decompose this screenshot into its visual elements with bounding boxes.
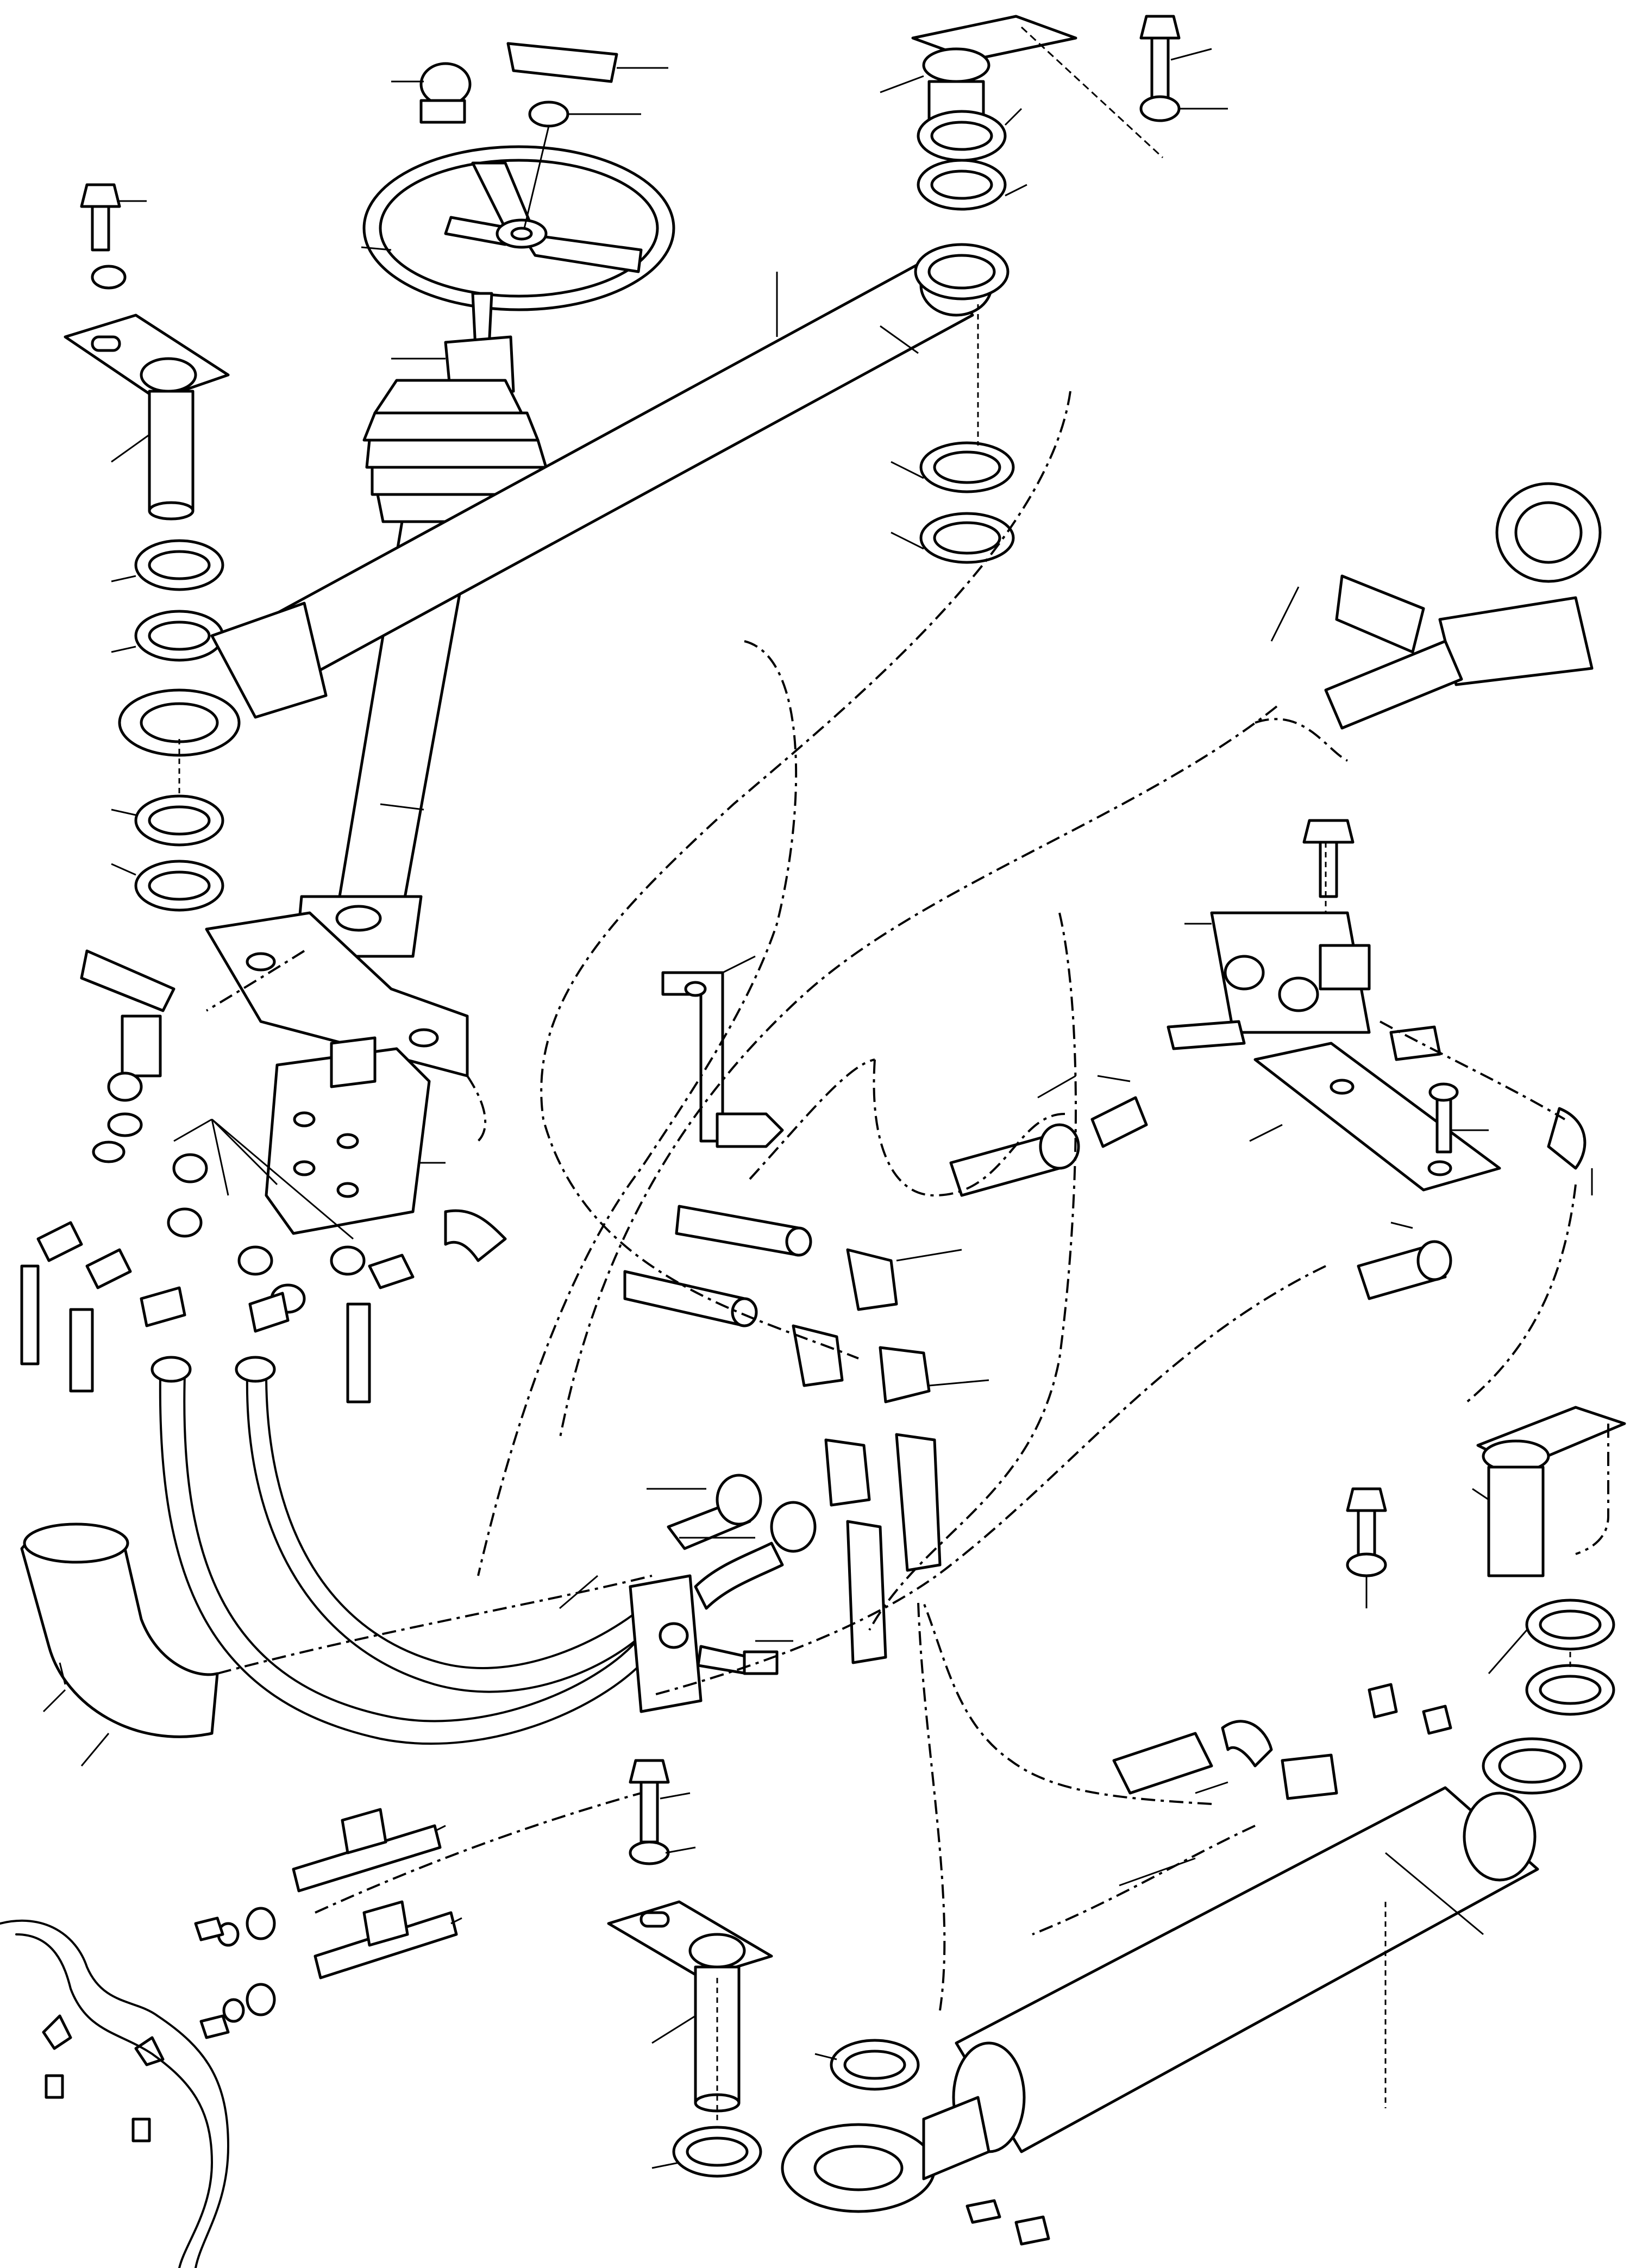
- bushing-stack-upper-right: [891, 108, 1027, 564]
- knob-bolt: [391, 62, 472, 124]
- lower-cylinder: [952, 1786, 1539, 2153]
- mounting-plate-left: [205, 911, 469, 1077]
- pin-left: [111, 390, 195, 521]
- dashed-hose-routes: [205, 391, 1609, 2011]
- rubber-boot: [362, 379, 553, 523]
- hose-lower-right: [1112, 1720, 1338, 1800]
- clamp-plate-lower-center: [607, 1900, 773, 2113]
- clamp-plate-left: [64, 314, 230, 401]
- tube-lower-left: [292, 1808, 462, 1979]
- pipe-elbow: [20, 1523, 219, 1766]
- valve-unit-top-right: [1270, 482, 1602, 730]
- clamp-plate-lower-right: [1472, 1406, 1626, 1577]
- fittings-cluster: [167, 1118, 507, 1314]
- center-hoses: [647, 1474, 817, 1610]
- wheel-nut: [523, 101, 641, 229]
- bolt-lower-center: [629, 1759, 696, 1865]
- tee-block-right: [1184, 819, 1371, 1034]
- pipe-run-lower: [151, 1356, 653, 1745]
- bolt-right-mid: [1428, 1082, 1489, 1154]
- bushing-lower-center-bottom: [651, 2126, 762, 2178]
- bracket-arm-left: [80, 949, 175, 1163]
- bolt-lower-right: [1346, 1487, 1387, 1608]
- upper-cylinder: [210, 254, 993, 719]
- small-fittings-lower: [965, 1683, 1452, 2246]
- center-bracket: [661, 955, 756, 1143]
- assembly-guide-lines: [178, 304, 1571, 2125]
- bushing-stack-lower-right: [1482, 1599, 1615, 1795]
- elbow-fitting-right: [1547, 1107, 1593, 1195]
- small-nuts-lower-left: [42, 1907, 276, 2142]
- steering-pump: [265, 1036, 446, 1235]
- frame-outline-lower-left: [0, 1919, 229, 2268]
- pipe-clamp-block: [629, 1574, 703, 1713]
- horn-cap: [506, 42, 668, 83]
- right-nipple-fittings: [1357, 1025, 1452, 1300]
- rod-end-lower: [781, 2096, 990, 2213]
- bolt-top-right: [1020, 15, 1228, 159]
- steering-wheel: [361, 145, 675, 311]
- center-elbows: [792, 1248, 989, 1664]
- bushing-stack-left: [111, 539, 241, 912]
- bushing-stack-lower-center: [814, 2039, 920, 2091]
- clamp-bolt: [697, 1640, 793, 1675]
- hoses-left: [20, 1221, 415, 1404]
- left-bolt: [80, 183, 147, 290]
- center-fittings: [623, 1112, 812, 1327]
